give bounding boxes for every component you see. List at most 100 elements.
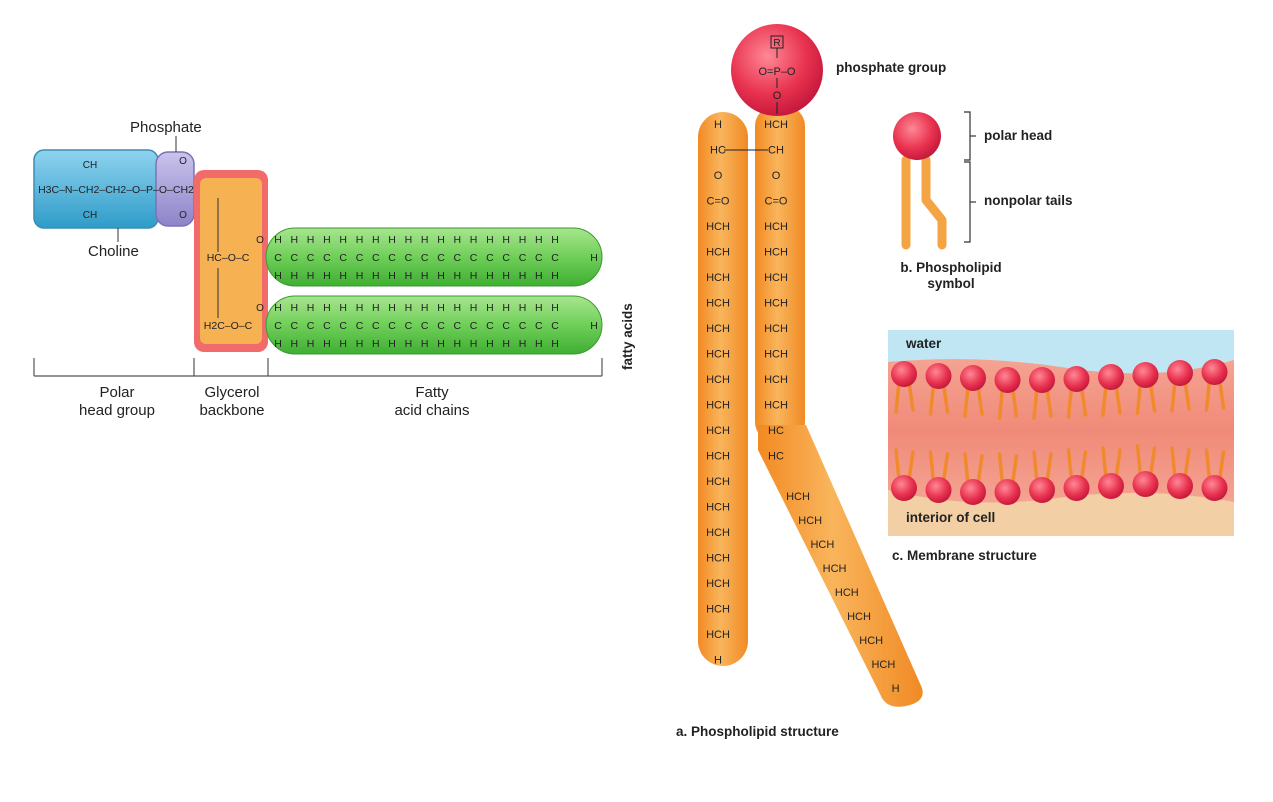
chain-h-top: H [307, 234, 315, 246]
polar-head-label: polar head [984, 128, 1053, 143]
membrane-tail [1217, 450, 1226, 482]
lipid-bilayer [888, 359, 1234, 503]
chain-c: C [274, 252, 282, 264]
right-chain-atom: HCH [764, 272, 788, 284]
left-chain-atom: HCH [706, 476, 730, 488]
membrane-head-top [1201, 359, 1228, 385]
chain-h-bottom: H [291, 338, 299, 350]
membrane-head-bottom [1167, 473, 1193, 499]
membrane-head-bottom [1201, 475, 1228, 501]
right-fatty-acid-tail [755, 106, 805, 442]
chain-c: C [323, 252, 331, 264]
chain-c: C [551, 320, 559, 332]
membrane-tail [1010, 454, 1019, 486]
chain-h-top: H [274, 302, 282, 314]
chain-h-top: H [502, 302, 510, 314]
membrane-tail [1204, 448, 1212, 482]
membrane-caption: c. Membrane structure [892, 548, 1037, 563]
chain-h-top: H [405, 302, 413, 314]
chain-h-bottom: H [437, 270, 445, 282]
chain-h-top: H [454, 302, 462, 314]
chain-h-bottom: H [307, 270, 315, 282]
right-chain-atom: HC [768, 425, 784, 437]
left-chain-atom: HCH [706, 629, 730, 641]
chain-h-bottom: H [551, 270, 559, 282]
bent-chain-atom: HCH [823, 563, 847, 575]
chain-h-bottom: H [405, 338, 413, 350]
choline-main-formula: H3C–N–CH2–CH2–O–P–O–CH2 [38, 184, 194, 196]
chain-c: C [388, 252, 396, 264]
membrane-tail [1204, 378, 1212, 412]
membrane-tail [907, 380, 915, 412]
membrane-head-bottom [1029, 477, 1055, 503]
membrane-tail [1170, 446, 1177, 480]
symbol-tail-right [921, 155, 947, 250]
membrane-tail [907, 450, 915, 482]
membrane-tail [1066, 448, 1074, 482]
chain-c: C [454, 252, 462, 264]
chain-h-bottom: H [274, 270, 282, 282]
choline-label: Choline [88, 243, 139, 260]
chain-c: C [519, 320, 527, 332]
chain-h-bottom: H [519, 338, 527, 350]
right-chain-atom: HCH [764, 298, 788, 310]
left-chain-atom: HCH [706, 349, 730, 361]
chain-c: C [405, 320, 413, 332]
head-r: R [773, 38, 780, 49]
chain-h-top: H [486, 234, 494, 246]
membrane-head-bottom [960, 479, 986, 505]
left-chain-atom: HCH [706, 553, 730, 565]
right-chain-atom: C=O [765, 196, 788, 208]
membrane-head-bottom [925, 477, 952, 503]
phospholipid-symbol [893, 111, 976, 250]
chain-h-top: H [339, 234, 347, 246]
chain-c: C [356, 320, 364, 332]
chain-c: C [454, 320, 462, 332]
membrane-head-bottom [994, 479, 1021, 505]
membrane-head-bottom [1063, 475, 1090, 501]
bent-chain-atom: HCH [847, 611, 871, 623]
membrane-tail [1101, 383, 1108, 417]
chain-c: C [274, 320, 282, 332]
membrane-tail [976, 454, 984, 486]
chain-h-bottom: H [388, 338, 396, 350]
carbonyl-o: O [256, 303, 264, 314]
glycerol-row: H2C–O–C [204, 320, 253, 332]
chain-h-bottom: H [486, 338, 494, 350]
left-chain-atom: HCH [706, 247, 730, 259]
left-chain-atom: HCH [706, 221, 730, 233]
left-chain-atom: HCH [706, 425, 730, 437]
chain-h-top: H [454, 234, 462, 246]
chain-c: C [470, 252, 478, 264]
chain-c: C [291, 252, 299, 264]
right-chain-atom: O [772, 170, 781, 182]
chain-h-top: H [551, 302, 559, 314]
membrane-head-top [1098, 364, 1124, 390]
right-chain-atom: HCH [764, 349, 788, 361]
membrane-tail [1066, 385, 1074, 419]
chain-h-bottom: H [502, 338, 510, 350]
membrane-tail [1148, 381, 1157, 413]
phosphate-o-bottom: O [179, 210, 187, 221]
chain-c: C [356, 252, 364, 264]
membrane-tail [976, 384, 984, 416]
chain-c: C [502, 252, 510, 264]
membrane-tail [1148, 446, 1157, 478]
chain-h-top: H [470, 302, 478, 314]
fatty-acid-chain-2 [265, 295, 603, 355]
membrane-head-bottom [1132, 471, 1159, 497]
chain-h-top: H [551, 234, 559, 246]
head-phosphate-row: O=P–O [759, 66, 796, 78]
chain-h-top: H [437, 302, 445, 314]
chain-h-top: H [535, 302, 543, 314]
right-chain-atom: CH [768, 145, 784, 157]
chain-h-bottom: H [551, 338, 559, 350]
left-chain-atom: HCH [706, 578, 730, 590]
chain-h-end: H [590, 320, 598, 332]
glycerol-row: HC–O–C [207, 252, 250, 264]
chain-c: C [372, 320, 380, 332]
chain-h-bottom: H [421, 270, 429, 282]
membrane-tail [1079, 385, 1088, 417]
